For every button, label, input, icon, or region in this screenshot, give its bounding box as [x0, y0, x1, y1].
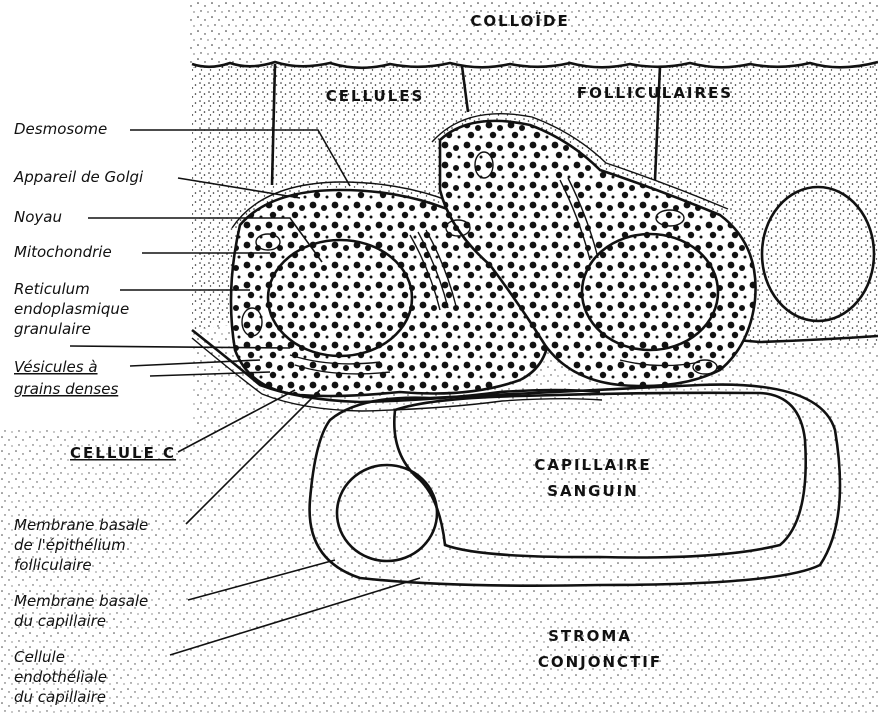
capillary-label-2: SANGUIN [547, 482, 639, 500]
label-c-cell: CELLULE C [70, 444, 176, 462]
label-golgi: Appareil de Golgi [13, 168, 144, 186]
stroma-label-2: CONJONCTIF [538, 653, 662, 671]
label-endo-1: Cellule [14, 648, 65, 666]
label-reticulum-3: granulaire [14, 320, 91, 338]
colloid-label: COLLOÏDE [470, 11, 569, 30]
label-vesicles-2: grains denses [14, 380, 118, 398]
label-basal-epi-2: de l'épithélium [14, 536, 126, 554]
label-basal-cap-1: Membrane basale [14, 592, 148, 610]
follicular-label: FOLLICULAIRES [577, 84, 733, 102]
capillary-label-1: CAPILLAIRE [534, 456, 651, 474]
label-reticulum-2: endoplasmique [14, 300, 129, 318]
label-endo-2: endothéliale [14, 668, 107, 686]
colloid-region: COLLOÏDE [190, 0, 878, 68]
label-basal-cap-2: du capillaire [14, 612, 106, 630]
cells-label: CELLULES [326, 87, 425, 105]
label-endo-3: du capillaire [14, 688, 106, 706]
label-desmosome: Desmosome [14, 120, 107, 138]
stroma-label-1: STROMA [548, 627, 632, 645]
label-mitochondria: Mitochondrie [14, 243, 112, 261]
label-reticulum-1: Reticulum [14, 280, 90, 298]
label-basal-epi-3: folliculaire [14, 556, 92, 574]
label-vesicles-1: Vésicules à [14, 358, 98, 376]
label-basal-epi-1: Membrane basale [14, 516, 148, 534]
label-nucleus: Noyau [14, 208, 62, 226]
